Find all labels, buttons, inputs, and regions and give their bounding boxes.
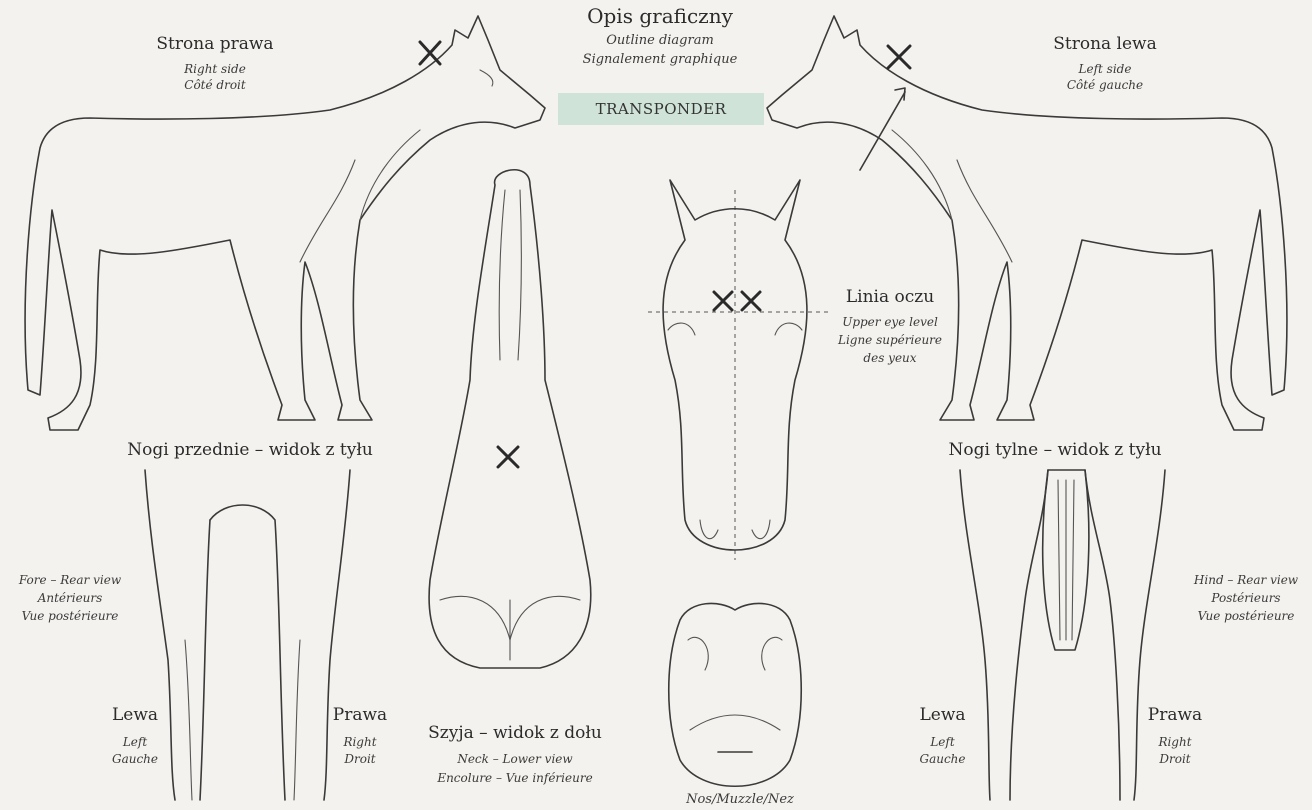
hind-left-en: Left (905, 735, 980, 750)
hind-right-fr: Droit (1135, 752, 1215, 767)
eye-line-fr1: Ligne supérieure (830, 333, 950, 348)
muzzle-view (669, 603, 802, 786)
fore-legs-fr2: Vue postérieure (0, 609, 140, 624)
eye-line-title: Linia oczu (830, 287, 950, 308)
left-side-fr: Côté gauche (1020, 78, 1190, 93)
eye-line-en: Upper eye level (830, 315, 950, 330)
eye-line-fr2: des yeux (830, 351, 950, 366)
fore-legs-title: Nogi przednie – widok z tyłu (110, 440, 390, 461)
fore-left-en: Left (100, 735, 170, 750)
neck-fr: Encolure – Vue inférieure (410, 771, 620, 786)
hind-right-en: Right (1135, 735, 1215, 750)
diagram-title: Opis graficzny (560, 4, 760, 29)
diagram-subtitle-en: Outline diagram (560, 33, 760, 49)
left-side-en: Left side (1020, 62, 1190, 77)
fore-right-label: Prawa (325, 705, 395, 726)
fore-left-fr: Gauche (100, 752, 170, 767)
hind-legs-fr2: Vue postérieure (1180, 609, 1312, 624)
fore-left-label: Lewa (100, 705, 170, 726)
head-front-view (648, 180, 830, 560)
hind-legs-fr1: Postérieurs (1180, 591, 1312, 606)
right-side-en: Right side (130, 62, 300, 77)
fore-right-fr: Droit (325, 752, 395, 767)
transponder-badge: TRANSPONDER (558, 93, 764, 125)
muzzle-label: Nos/Muzzle/Nez (660, 792, 820, 808)
diagram-subtitle-fr: Signalement graphique (560, 52, 760, 68)
right-side-title: Strona prawa (130, 34, 300, 55)
hind-right-label: Prawa (1135, 705, 1215, 726)
hind-legs-rear-view (960, 470, 1165, 800)
hind-left-fr: Gauche (905, 752, 980, 767)
fore-legs-en: Fore – Rear view (0, 573, 140, 588)
right-side-fr: Côté droit (130, 78, 300, 93)
neck-en: Neck – Lower view (410, 752, 620, 767)
hind-legs-title: Nogi tylne – widok z tyłu (920, 440, 1190, 461)
hind-left-label: Lewa (905, 705, 980, 726)
fore-legs-rear-view (145, 470, 350, 800)
hind-legs-en: Hind – Rear view (1180, 573, 1312, 588)
neck-title: Szyja – widok z dołu (410, 723, 620, 744)
left-side-title: Strona lewa (1020, 34, 1190, 55)
fore-right-en: Right (325, 735, 395, 750)
neck-lower-view (429, 170, 591, 668)
fore-legs-fr1: Antérieurs (0, 591, 140, 606)
